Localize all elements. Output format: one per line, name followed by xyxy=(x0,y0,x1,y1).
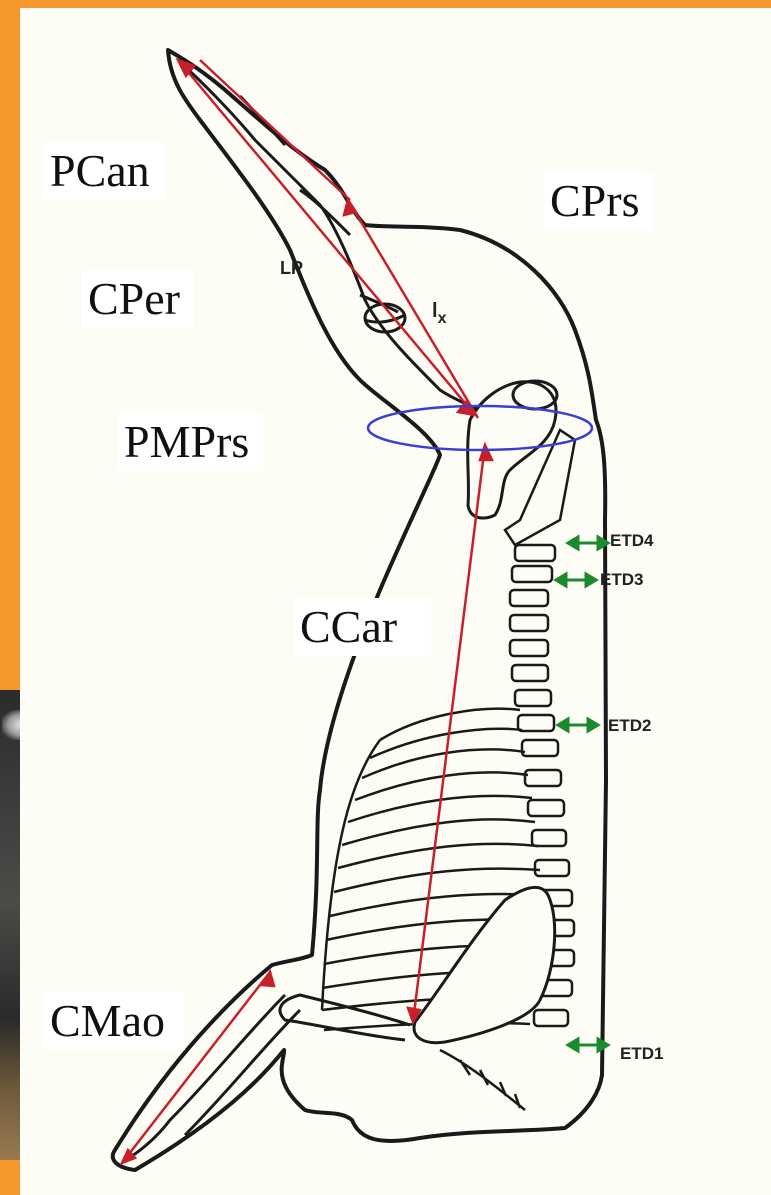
girth-ring xyxy=(368,406,592,450)
label-cprs: CPrs xyxy=(544,172,653,230)
etd1-label: ETD1 xyxy=(620,1044,663,1064)
label-pcan: PCan xyxy=(44,142,164,200)
label-ccar: CCar xyxy=(294,598,431,656)
etd-arrows xyxy=(556,537,608,1051)
lp-label: LP xyxy=(280,258,303,279)
lx-base: l xyxy=(432,300,438,322)
etd4-label: ETD4 xyxy=(610,531,653,551)
etd3-label: ETD3 xyxy=(600,570,643,590)
lx-subscript: x xyxy=(438,310,447,327)
label-cper: CPer xyxy=(82,270,194,328)
lx-label: lx xyxy=(432,300,446,323)
label-cmao: CMao xyxy=(44,992,185,1050)
sternum-bones xyxy=(440,1050,525,1110)
etd2-label: ETD2 xyxy=(608,716,651,736)
label-pmprs: PMPrs xyxy=(118,413,263,471)
